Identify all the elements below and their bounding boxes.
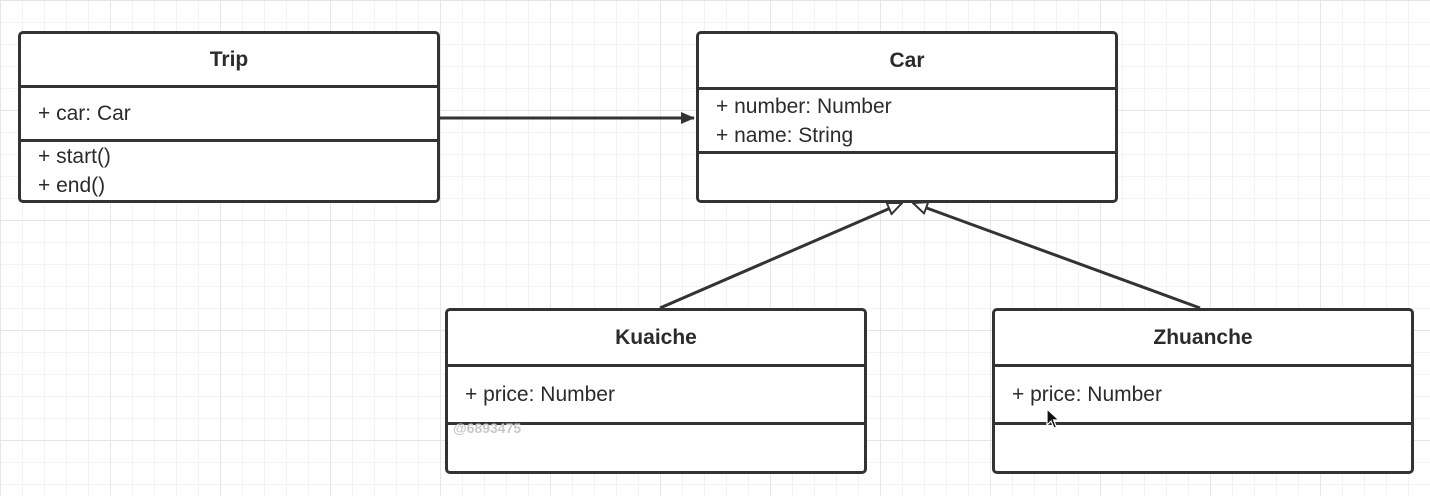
operation-trip-start: + start(): [38, 145, 111, 168]
class-zhuanche-operations: [995, 425, 1411, 471]
class-kuaiche-name: Kuaiche: [448, 311, 864, 367]
operation-trip-end: + end(): [38, 174, 106, 197]
mouse-pointer-icon: [1046, 408, 1060, 429]
class-trip[interactable]: Trip + car: Car + start() + end(): [18, 31, 440, 203]
class-kuaiche-attributes: + price: Number: [448, 367, 864, 425]
attribute-zhuanche-price: + price: Number: [1012, 383, 1162, 406]
attribute-trip-car: + car: Car: [38, 102, 131, 125]
class-zhuanche-attributes: + price: Number: [995, 367, 1411, 425]
attribute-car-number: + number: Number: [716, 94, 892, 118]
watermark: @6893475: [453, 420, 522, 436]
attribute-car-name: + name: String: [716, 123, 854, 147]
class-trip-attributes: + car: Car: [21, 88, 437, 142]
class-car-operations: [699, 154, 1115, 200]
generalization-kuaiche-car[interactable]: [659, 201, 902, 310]
class-zhuanche[interactable]: Zhuanche + price: Number: [992, 308, 1414, 474]
generalization-zhuanche-car[interactable]: [913, 203, 1201, 310]
class-car-attributes: + number: Number + name: String: [699, 90, 1115, 154]
class-trip-operations: + start() + end(): [21, 142, 437, 200]
class-car[interactable]: Car + number: Number + name: String: [696, 31, 1118, 203]
class-car-name: Car: [699, 34, 1115, 90]
class-zhuanche-name: Zhuanche: [995, 311, 1411, 367]
class-kuaiche[interactable]: Kuaiche + price: Number: [445, 308, 867, 474]
class-trip-name: Trip: [21, 34, 437, 88]
attribute-kuaiche-price: + price: Number: [465, 383, 615, 406]
